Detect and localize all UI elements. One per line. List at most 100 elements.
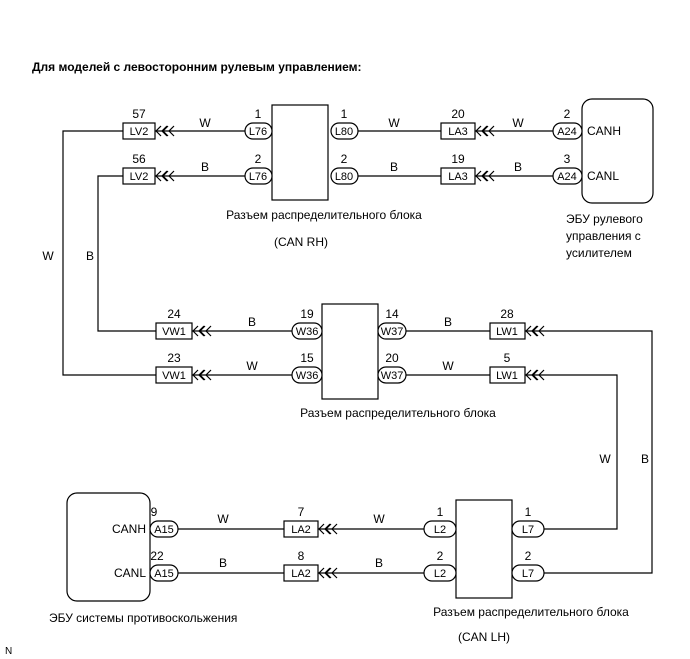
svg-text:14: 14: [385, 307, 399, 321]
eps-ecu-caption-2: управления с: [566, 229, 641, 243]
svg-text:L2: L2: [434, 568, 446, 580]
connector-l2-1: L2 1: [423, 505, 457, 538]
svg-text:L2: L2: [434, 524, 446, 536]
svg-text:VW1: VW1: [162, 326, 186, 338]
svg-text:W36: W36: [296, 370, 319, 382]
svg-text:A15: A15: [154, 524, 174, 536]
svg-text:L7: L7: [522, 568, 534, 580]
svg-text:L80: L80: [335, 171, 353, 183]
abs-ecu-caption: ЭБУ системы противоскольжения: [49, 611, 237, 625]
connector-l76-2: L76 2: [244, 152, 273, 185]
junction-lh-label: Разъем распределительного блока: [433, 605, 629, 619]
eps-ecu-caption-1: ЭБУ рулевого: [566, 212, 643, 226]
connector-w36-15: W36 15: [291, 351, 323, 384]
connector-l80-1: L80 1: [330, 107, 359, 140]
connector-l2-2: L2 2: [423, 549, 457, 582]
junction-mid-label: Разъем распределительного блока: [300, 406, 496, 420]
svg-text:LA3: LA3: [448, 171, 468, 183]
svg-text:W: W: [388, 116, 400, 130]
junction-block-mid: [321, 303, 379, 400]
connector-la2-8: LA2 8: [283, 549, 319, 582]
svg-text:W: W: [442, 359, 454, 373]
svg-text:9: 9: [151, 505, 158, 519]
svg-text:2: 2: [437, 549, 444, 563]
svg-text:L76: L76: [249, 171, 267, 183]
svg-text:57: 57: [132, 107, 146, 121]
svg-text:LW1: LW1: [496, 326, 518, 338]
svg-text:3: 3: [564, 152, 571, 166]
svg-text:1: 1: [255, 107, 262, 121]
svg-text:W: W: [246, 359, 258, 373]
junction-rh-label: Разъем распределительного блока: [226, 208, 422, 222]
svg-text:28: 28: [500, 307, 514, 321]
svg-text:23: 23: [167, 351, 181, 365]
svg-text:20: 20: [385, 351, 399, 365]
abs-canl-pin: CANL: [114, 566, 146, 580]
connector-la3-20: LA3 20: [440, 107, 476, 140]
eps-canh-pin: CANH: [587, 124, 621, 138]
svg-text:LV2: LV2: [130, 171, 149, 183]
svg-text:W37: W37: [381, 326, 404, 338]
connector-a24-2: A24 2: [552, 107, 583, 140]
junction-block-rh: [271, 104, 329, 201]
connector-lw1-5: LW1 5: [489, 351, 526, 384]
svg-text:B: B: [219, 556, 227, 570]
svg-text:L76: L76: [249, 126, 267, 138]
svg-text:LW1: LW1: [496, 370, 518, 382]
connector-vw1-24: VW1 24: [155, 307, 193, 340]
svg-text:15: 15: [300, 351, 314, 365]
diagram-title: Для моделей с левосторонним рулевым упра…: [32, 60, 362, 74]
connector-l7-1: L7 1: [511, 505, 545, 538]
connector-la3-19: LA3 19: [440, 152, 476, 185]
svg-text:L7: L7: [522, 524, 534, 536]
svg-text:B: B: [375, 556, 383, 570]
connector-lw1-28: LW1 28: [489, 307, 526, 340]
svg-text:W: W: [599, 452, 611, 466]
junction-block-lh: [455, 499, 513, 599]
svg-text:1: 1: [341, 107, 348, 121]
connector-lv2-57: LV2 57: [122, 107, 156, 140]
junction-rh-sub: (CAN RH): [274, 235, 328, 249]
connector-l76-1: L76 1: [244, 107, 273, 140]
svg-text:56: 56: [132, 152, 146, 166]
connector-a24-3: A24 3: [552, 152, 583, 185]
svg-text:B: B: [248, 315, 256, 329]
svg-text:B: B: [86, 249, 94, 263]
junction-lh-sub: (CAN LH): [458, 630, 510, 644]
svg-text:LA3: LA3: [448, 126, 468, 138]
svg-text:B: B: [514, 160, 522, 174]
svg-text:20: 20: [451, 107, 465, 121]
svg-text:L80: L80: [335, 126, 353, 138]
corner-mark: N: [5, 646, 12, 657]
svg-text:5: 5: [504, 351, 511, 365]
abs-ecu-box: [66, 492, 151, 602]
svg-text:2: 2: [564, 107, 571, 121]
svg-text:LV2: LV2: [130, 126, 149, 138]
svg-text:B: B: [444, 315, 452, 329]
svg-text:A24: A24: [557, 126, 577, 138]
svg-text:W: W: [512, 116, 524, 130]
connector-w37-14: W37 14: [377, 307, 407, 340]
svg-text:W: W: [217, 512, 229, 526]
abs-canh-pin: CANH: [112, 522, 146, 536]
connector-lv2-56: LV2 56: [122, 152, 156, 185]
connector-l7-2: L7 2: [511, 549, 545, 582]
svg-text:24: 24: [167, 307, 181, 321]
svg-text:A24: A24: [557, 171, 577, 183]
wire-color-labels: W B W B W B W B B W B W W B W B W B: [42, 116, 649, 570]
svg-text:1: 1: [437, 505, 444, 519]
svg-text:8: 8: [298, 549, 305, 563]
connector-w36-19: W36 19: [291, 307, 323, 340]
svg-text:19: 19: [300, 307, 314, 321]
connector-a15-22: A15 22: [149, 549, 179, 582]
svg-text:A15: A15: [154, 568, 174, 580]
svg-text:W: W: [42, 249, 54, 263]
svg-text:2: 2: [341, 152, 348, 166]
svg-text:1: 1: [525, 505, 532, 519]
svg-text:W: W: [373, 512, 385, 526]
connector-l80-2: L80 2: [330, 152, 359, 185]
connector-w37-20: W37 20: [377, 351, 407, 384]
svg-text:W37: W37: [381, 370, 404, 382]
svg-text:W36: W36: [296, 326, 319, 338]
